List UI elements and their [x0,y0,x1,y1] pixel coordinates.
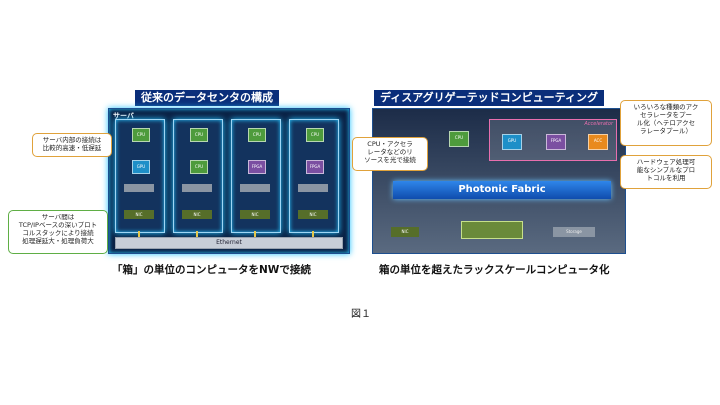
nic-card: NIC [240,210,270,219]
cpu-chip: CPU [190,128,208,142]
callout-simple-protocol: ハードウェア処理可 能なシンプルなプロ トコルを利用 [620,155,712,189]
memory-pool [461,221,523,239]
callout-accelerator-pool: いろいろな種類のアク セラレータをプー ル化（ヘテロアクセ ラレータプール） [620,100,712,146]
storage-box [182,184,212,192]
callout-inter-server: サーバ間は TCP/IPベースの深いプロト コルスタックにより接続 処理遅延大・… [8,210,108,254]
photonic-fabric-bar: Photonic Fabric [393,181,611,199]
fpga-chip: FPGA [306,160,324,174]
nic-card: NIC [391,227,419,237]
left-diagram-title: 従来のデータセンタの構成 [135,90,279,106]
left-caption: 「箱」の単位のコンピュータをNWで接続 [112,264,311,276]
ethernet-link [196,231,198,237]
server-1: CPU GPU NIC [115,119,165,233]
accelerator-label: Accelerator [584,121,613,127]
nic-card: NIC [182,210,212,219]
storage-box [124,184,154,192]
nic-card: NIC [124,210,154,219]
server-3: CPU FPGA NIC [231,119,281,233]
nic-card: NIC [298,210,328,219]
accelerator-pool: Accelerator GPU FPGA ACC [489,119,617,161]
cpu-chip: CPU [132,128,150,142]
cpu-chip: CPU [248,128,266,142]
accelerator-chip: ACC [588,134,608,150]
right-diagram-title: ディスアグリゲーテッドコンピューティング [374,90,605,106]
gpu-chip: GPU [132,160,150,174]
figure-label: 図１ [351,309,371,320]
gpu-chip: GPU [502,134,522,150]
ethernet-bar: Ethernet [115,237,343,249]
server-4: CPU FPGA NIC [289,119,339,233]
callout-photonic-link: CPU・アクセラ レータなどのリ ソースを光で接続 [352,137,428,171]
ethernet-link [312,231,314,237]
right-caption: 箱の単位を超えたラックスケールコンピュータ化 [379,264,610,276]
fpga-chip: FPGA [546,134,566,150]
callout-intra-server: サーバ内部の接続は 比較的高速・低遅延 [32,133,112,157]
disaggregated-panel: Accelerator GPU FPGA ACC CPU Photonic Fa… [372,108,626,254]
cpu-chip: CPU [449,131,469,147]
cpu-chip: CPU [306,128,324,142]
storage-box: Storage [553,227,595,237]
server-2: CPU CPU NIC [173,119,223,233]
server-label: サーバ [113,112,134,120]
storage-box [240,184,270,192]
ethernet-link [254,231,256,237]
ethernet-link [138,231,140,237]
storage-box [298,184,328,192]
traditional-datacenter-panel: サーバ CPU GPU NIC CPU CPU NIC CPU FPGA NIC… [108,108,350,254]
fpga-chip: FPGA [248,160,266,174]
cpu-chip: CPU [190,160,208,174]
